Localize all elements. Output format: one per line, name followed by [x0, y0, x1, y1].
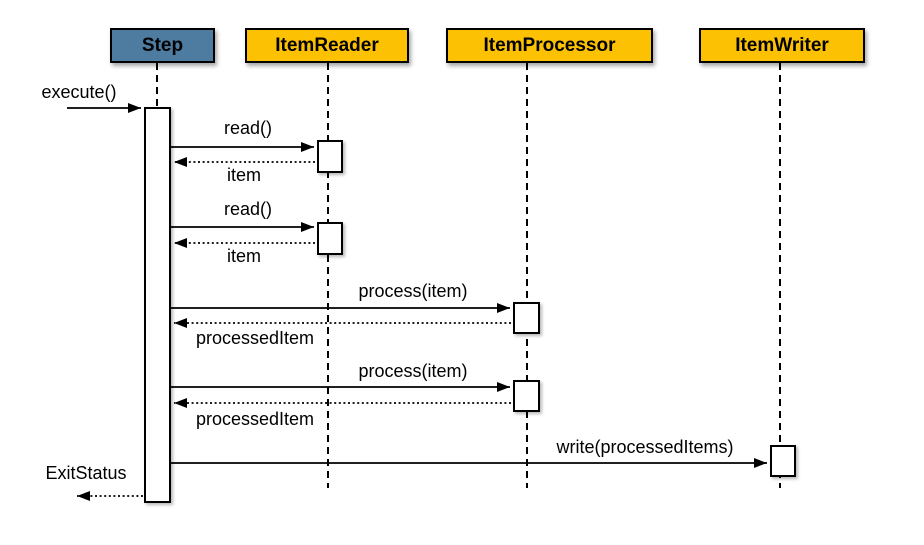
message-label-write: write(processedItems) — [556, 437, 734, 457]
participant-step: Step — [110, 28, 215, 63]
message-label-processeditem-1: processedItem — [195, 328, 315, 348]
participant-itemwriter-label: ItemWriter — [735, 34, 829, 56]
participant-itemwriter: ItemWriter — [699, 28, 865, 63]
participant-itemprocessor: ItemProcessor — [446, 28, 653, 63]
message-label-read-2: read() — [223, 199, 273, 219]
activation-itemreader-2 — [317, 222, 343, 255]
message-label-exitstatus: ExitStatus — [45, 463, 127, 483]
participant-itemreader-label: ItemReader — [275, 34, 379, 56]
activation-itemprocessor-2 — [513, 380, 540, 412]
message-label-item-1: item — [226, 165, 262, 185]
participant-itemprocessor-label: ItemProcessor — [483, 34, 616, 56]
activation-itemreader-1 — [317, 140, 343, 173]
message-label-item-2: item — [226, 246, 262, 266]
participant-step-label: Step — [141, 34, 184, 56]
message-label-execute: execute() — [41, 82, 117, 102]
message-label-read-1: read() — [223, 118, 273, 138]
message-label-processeditem-2: processedItem — [195, 409, 315, 429]
message-label-process-2: process(item) — [358, 361, 468, 381]
activation-itemwriter — [770, 445, 796, 477]
activation-itemprocessor-1 — [513, 302, 540, 334]
participant-itemreader: ItemReader — [245, 28, 409, 63]
message-label-process-1: process(item) — [358, 281, 468, 301]
activation-step — [144, 107, 171, 503]
